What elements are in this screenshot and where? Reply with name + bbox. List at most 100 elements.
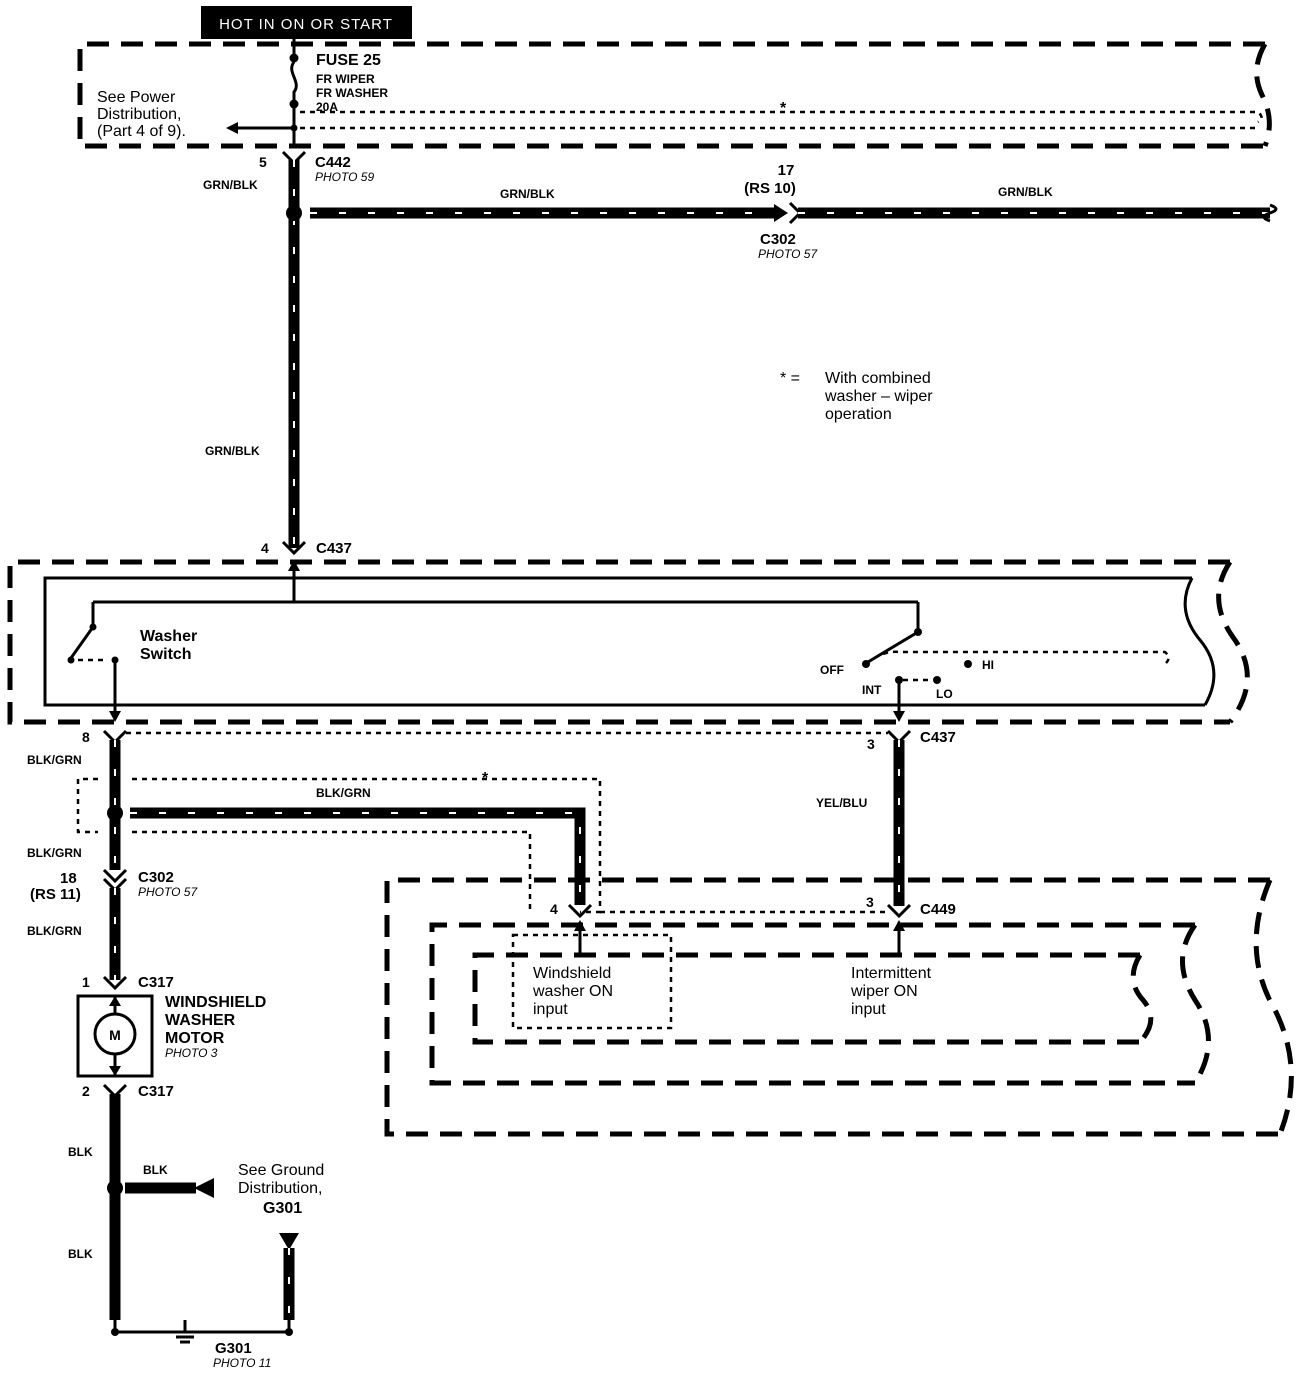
wire-label-grn-blk-3: GRN/BLK	[500, 187, 555, 201]
fuse-terminal-bottom	[289, 99, 299, 109]
wiper-input-arrow-icon	[893, 920, 905, 931]
combo-switch-inner	[43, 576, 1205, 707]
control-unit-inner-break	[1130, 953, 1154, 1044]
combined-op-path-top	[300, 110, 1263, 130]
combined-op-box-left	[76, 777, 98, 834]
washer-switch-contact-1	[67, 656, 75, 664]
c449-right-connector-icon	[886, 903, 912, 919]
fuse-label-2: FR WASHER	[316, 86, 388, 100]
c442-photo: PHOTO 59	[315, 170, 374, 184]
wiper-switch-link	[865, 650, 1170, 665]
c437-top-name: C437	[316, 540, 352, 557]
c302-top-photo: PHOTO 57	[758, 247, 818, 261]
fuse-box-outline	[77, 41, 1265, 149]
wire-blk-grn-horizontal-stripe	[130, 812, 581, 905]
ground-photo: PHOTO 11	[213, 1356, 271, 1370]
power-label: HOT IN ON OR START	[219, 16, 393, 33]
wire-label-blk-grn-3: BLK/GRN	[316, 786, 371, 800]
wiper-lo-contact	[933, 676, 941, 684]
wire-label-blk-2: BLK	[68, 1247, 93, 1261]
splice-middle	[107, 805, 123, 821]
c302-top-pin: 17	[778, 162, 795, 179]
control-unit-middle-break	[1180, 923, 1211, 1085]
washer-switch-blade	[69, 626, 95, 659]
washer-switch-label-2: Switch	[140, 646, 192, 663]
fuse-label-1: FR WIPER	[316, 72, 375, 86]
combo-switch-outer	[7, 559, 1230, 725]
motor-arrow-bottom-icon	[109, 1066, 121, 1076]
switch-off-label: OFF	[820, 663, 844, 677]
c302-top-rs: (RS 10)	[744, 180, 796, 197]
c302-top-name: C302	[760, 231, 796, 248]
c442-name: C442	[315, 154, 351, 171]
combined-op-path-left	[132, 777, 602, 914]
c437-bottom-pin-left: 8	[82, 729, 90, 745]
ground-name: G301	[215, 1340, 252, 1357]
power-ref-line2: Distribution,	[97, 106, 181, 123]
c449-left-connector-icon	[567, 903, 593, 919]
ground-ref-line1: See Ground	[238, 1162, 324, 1179]
wiper-input-line2: wiper ON	[850, 983, 918, 1000]
c317-bottom-pin: 2	[82, 1083, 90, 1099]
motor-symbol: M	[109, 1027, 121, 1043]
washer-switch-label-1: Washer	[140, 628, 197, 645]
wire-blk-grn-horizontal	[130, 807, 586, 905]
ground-ref-line2: Distribution,	[238, 1180, 322, 1197]
washer-input-arrow-icon	[574, 920, 586, 931]
combo-switch-inner-break	[1183, 577, 1216, 706]
c449-name: C449	[920, 901, 956, 918]
note-line1: With combined	[825, 370, 931, 387]
note-line2: washer – wiper	[824, 388, 933, 405]
c442-pin: 5	[259, 154, 267, 170]
ground-symbol-icon	[172, 1330, 198, 1344]
wiper-output-arrow-icon	[893, 711, 905, 722]
c302-left-rs: (RS 11)	[30, 886, 81, 903]
fuse-element	[290, 61, 298, 102]
wire-break-icon-right	[1262, 203, 1278, 223]
wiper-input-line3: input	[851, 1001, 886, 1018]
c437-bottom-name: C437	[920, 729, 956, 746]
washer-input-line1: Windshield	[533, 965, 611, 982]
c437-top-connector-icon	[281, 540, 307, 556]
power-ref-line1: See Power	[97, 89, 176, 106]
c317-top-name: C317	[138, 974, 174, 991]
switch-int-label: INT	[862, 683, 882, 697]
washer-input-line3: input	[533, 1001, 568, 1018]
fuse-terminal-top	[289, 53, 299, 63]
wire-label-blk-grn-2: BLK/GRN	[27, 846, 82, 860]
wire-label-blk-1: BLK	[68, 1145, 93, 1159]
c437-bottom-pin-right: 3	[867, 736, 875, 752]
c302-left-name: C302	[138, 869, 174, 886]
motor-label-2: WASHER	[165, 1012, 236, 1029]
c317-top-connector-icon	[102, 975, 128, 991]
wire-label-blk-grn-4: BLK/GRN	[27, 924, 82, 938]
ground-bus-node-left	[111, 1328, 119, 1336]
c302-top-arrow-icon	[774, 204, 788, 222]
combo-switch-outer-break	[1216, 560, 1250, 724]
c302-left-pin: 18	[60, 870, 77, 887]
ground-bus-node-right	[285, 1328, 293, 1336]
splice-ground	[107, 1180, 123, 1196]
c302-left-connector-icon-1	[102, 868, 128, 884]
wiper-input-line1: Intermittent	[851, 965, 932, 982]
motor-arrow-top-icon	[109, 996, 121, 1006]
asterisk-top: *	[780, 100, 787, 117]
fuse-name: FUSE 25	[316, 52, 381, 69]
c449-pin-left: 4	[550, 901, 558, 917]
wire-label-blk-3: BLK	[143, 1163, 168, 1177]
c317-bottom-name: C317	[138, 1083, 174, 1100]
c449-pin-right: 3	[866, 894, 874, 910]
control-unit-outer	[384, 877, 1280, 1137]
wire-label-grn-blk-1: GRN/BLK	[203, 178, 258, 192]
ground-ref-line3: G301	[263, 1200, 302, 1217]
ground-ref-arrow-icon	[194, 1178, 214, 1198]
ground-ref-from-icon	[279, 1233, 299, 1250]
c317-top-pin: 1	[82, 974, 90, 990]
wire-label-grn-blk-4: GRN/BLK	[998, 185, 1053, 199]
wire-label-yel-blu: YEL/BLU	[816, 796, 867, 810]
control-unit-outer-break	[1253, 879, 1294, 1135]
c437-top-pin: 4	[261, 540, 269, 556]
power-ref-line3: (Part 4 of 9).	[97, 123, 186, 140]
switch-lo-label: LO	[936, 687, 953, 701]
